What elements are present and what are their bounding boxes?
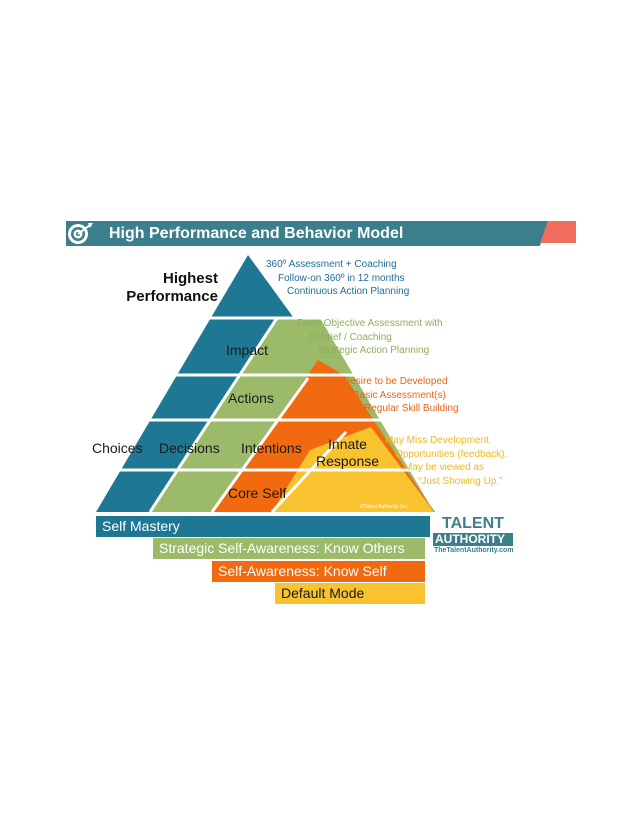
level-2-line: Strategic Action Planning <box>318 345 430 356</box>
logo-authority-text: AUTHORITY <box>435 532 505 546</box>
level-1-description: 360º Assessment + Coaching Follow-on 360… <box>266 258 409 299</box>
talent-authority-logo: TALENT AUTHORITY TheTalentAuthority.com <box>433 515 515 555</box>
innate-label-line: Innate <box>328 436 367 452</box>
level-2-line: Deep Objective Assessment with <box>297 318 443 329</box>
logo-talent-text: TALENT <box>442 515 504 532</box>
response-label-line: Response <box>316 453 380 469</box>
band-label: Self-Awareness: Know Self <box>218 563 387 579</box>
level-4-line: May Miss Development <box>385 435 489 446</box>
innate-response-label: Innate Response <box>316 436 379 470</box>
target-icon <box>66 222 94 246</box>
performance-label-line: Performance <box>126 288 218 305</box>
choices-label: Choices <box>92 440 143 456</box>
level-3-line: Regular Skill Building <box>364 403 459 414</box>
header-accent <box>540 221 576 243</box>
pyramid-divider <box>210 377 310 513</box>
level-4-line: Opportunities (feedback). <box>395 448 508 460</box>
level-3-line: Basic Assessment(s) <box>353 389 446 401</box>
band-strategic-self-awareness: Strategic Self-Awareness: Know Others <box>153 538 425 559</box>
pyramid-divider <box>270 430 348 514</box>
level-1-line: Follow-on 360º in 12 months <box>278 272 405 284</box>
band-label: Strategic Self-Awareness: Know Others <box>159 540 405 556</box>
level-4-description: May Miss Development Opportunities (feed… <box>385 434 507 488</box>
actions-label: Actions <box>228 390 274 406</box>
level-2-line: Debrief / Coaching <box>309 331 392 343</box>
pyramid-divider <box>148 317 279 513</box>
decisions-label: Decisions <box>159 440 220 456</box>
level-1-line: Continuous Action Planning <box>287 286 410 297</box>
logo-authority-box: AUTHORITY <box>433 533 513 546</box>
level-1-line: 360º Assessment + Coaching <box>266 259 397 270</box>
impact-label: Impact <box>226 342 269 358</box>
band-label: Default Mode <box>281 585 365 601</box>
level-2-description: Deep Objective Assessment with Debrief /… <box>297 317 443 358</box>
page-title: High Performance and Behavior Model <box>109 225 404 242</box>
level-4-line: May be viewed as <box>404 462 485 473</box>
level-3-line: Desire to be Developed <box>343 376 448 387</box>
band-label: Self Mastery <box>102 518 180 534</box>
header-bar <box>66 221 548 246</box>
copyright-text: ©Talent Authority, Inc. <box>360 504 409 510</box>
highest-label-line: Highest <box>162 270 218 287</box>
logo-url: TheTalentAuthority.com <box>434 547 514 554</box>
intentions-label: Intentions <box>241 440 302 456</box>
band-self-awareness: Self-Awareness: Know Self <box>212 561 425 582</box>
band-self-mastery: Self Mastery <box>96 516 430 537</box>
level-3-description: Desire to be Developed Basic Assessment(… <box>343 375 459 416</box>
level-4-line: “Just Showing Up.” <box>418 475 503 487</box>
band-default-mode: Default Mode <box>275 583 425 604</box>
highest-performance-label: Highest Performance <box>122 270 218 306</box>
core-self-label: Core Self <box>228 485 287 501</box>
